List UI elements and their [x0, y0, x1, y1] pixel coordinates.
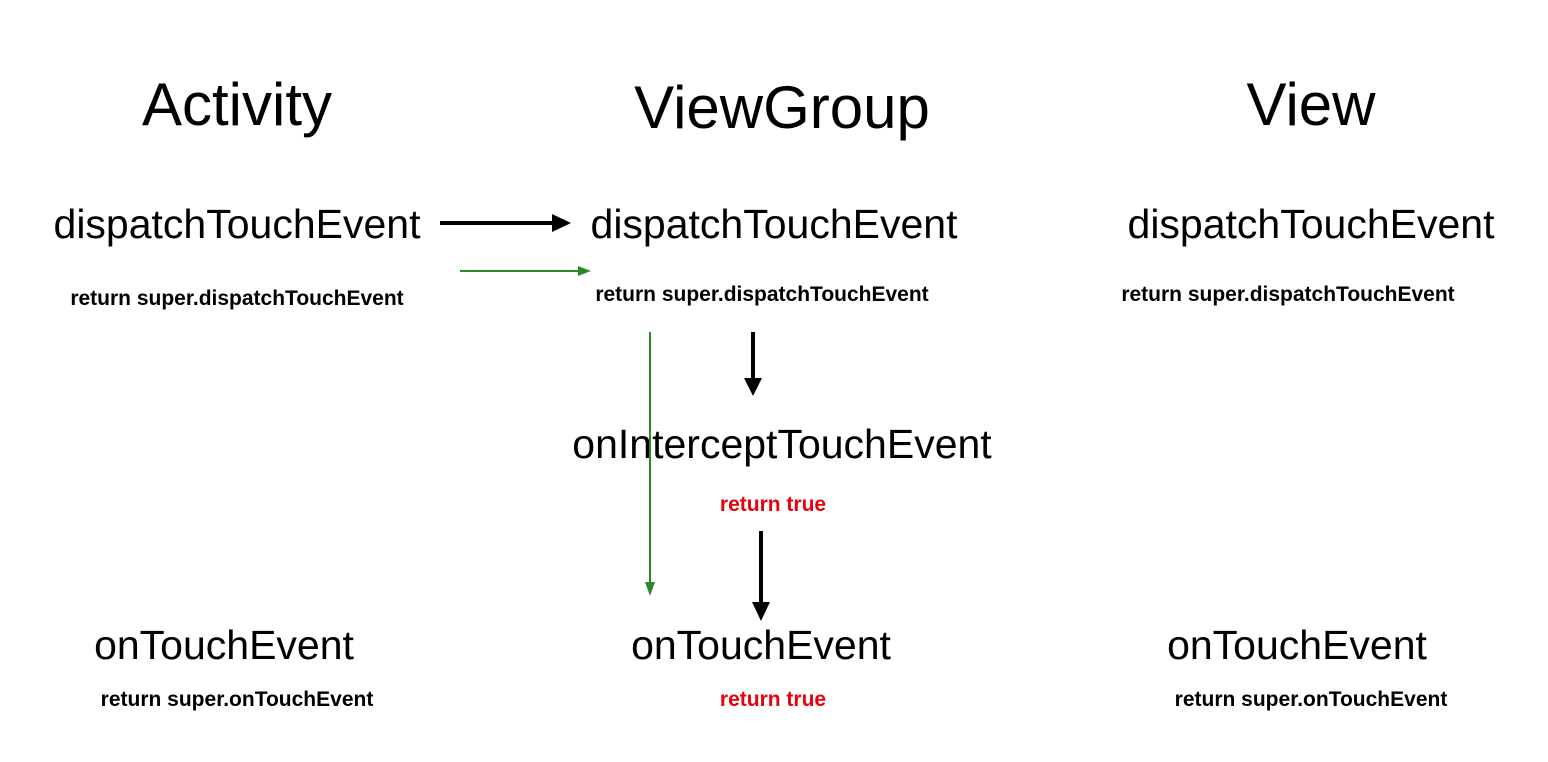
arrow-green-dispatch-return	[460, 266, 591, 276]
arrow-green-down	[645, 332, 655, 596]
view-dispatch-return: return super.dispatchTouchEvent	[1121, 283, 1455, 306]
arrow-intercept-to-touch	[752, 531, 770, 621]
activity-title: Activity	[141, 71, 333, 138]
view-title: View	[1246, 71, 1376, 138]
viewgroup-intercept-return: return true	[719, 493, 827, 516]
activity-on-touch-event: onTouchEvent	[94, 622, 354, 668]
viewgroup-touch-return: return true	[719, 688, 827, 711]
activity-dispatch-touch-event: dispatchTouchEvent	[53, 201, 421, 247]
arrow-activity-to-viewgroup-dispatch	[440, 214, 571, 232]
activity-touch-return: return super.onTouchEvent	[100, 688, 374, 711]
viewgroup-dispatch-touch-event: dispatchTouchEvent	[590, 201, 958, 247]
viewgroup-dispatch-return: return super.dispatchTouchEvent	[595, 283, 929, 306]
view-on-touch-event: onTouchEvent	[1167, 622, 1427, 668]
activity-dispatch-return: return super.dispatchTouchEvent	[70, 287, 404, 310]
viewgroup-on-intercept-touch-event: onInterceptTouchEvent	[572, 421, 992, 467]
arrow-dispatch-to-intercept	[744, 332, 762, 396]
viewgroup-on-touch-event: onTouchEvent	[631, 622, 891, 668]
viewgroup-title: ViewGroup	[634, 74, 930, 141]
view-dispatch-touch-event: dispatchTouchEvent	[1127, 201, 1495, 247]
view-touch-return: return super.onTouchEvent	[1174, 688, 1448, 711]
